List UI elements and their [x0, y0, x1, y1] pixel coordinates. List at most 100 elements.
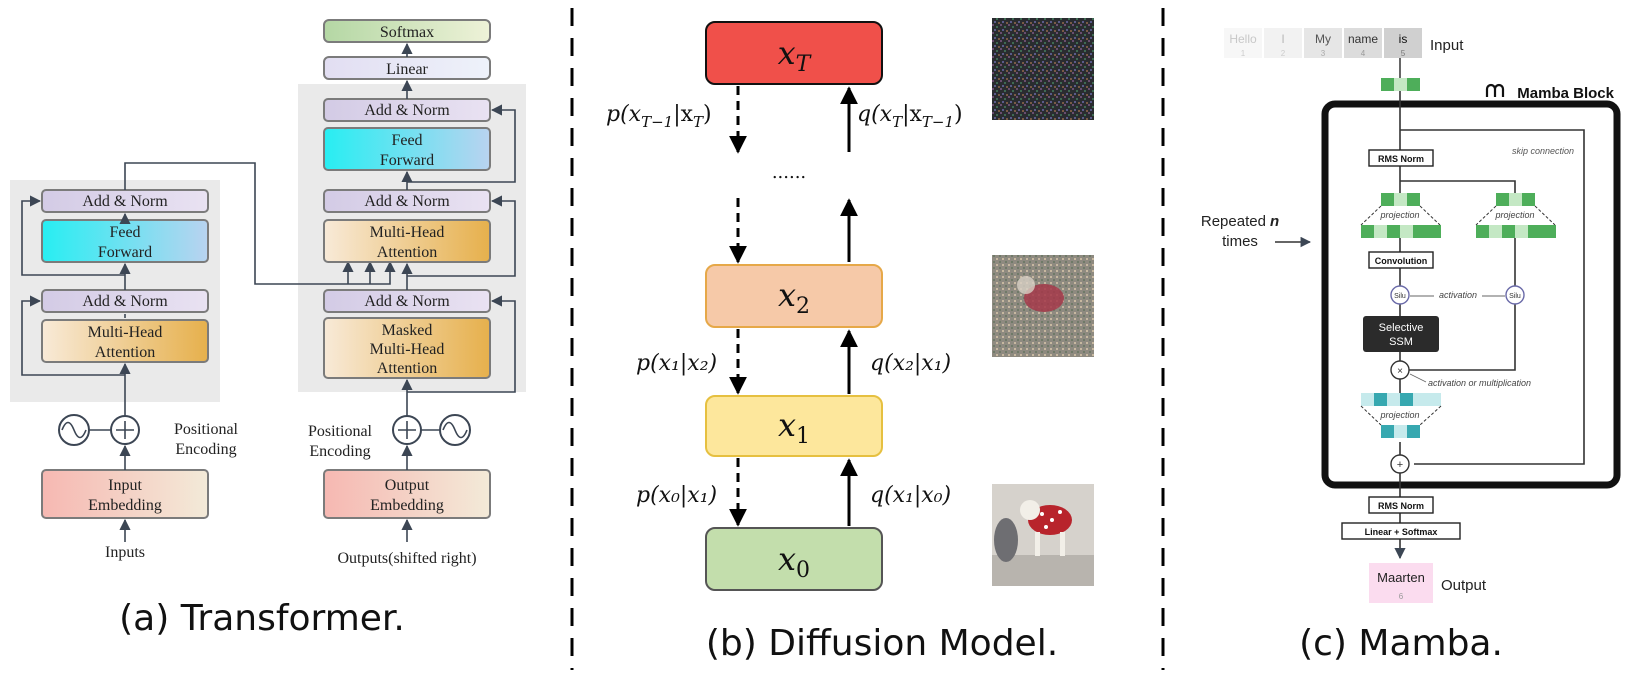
input-tokens: Hello I My name is 1 2 3 4 5: [1224, 28, 1422, 58]
mamba-block-title: Mamba Block: [1517, 85, 1614, 102]
add-node: [1390, 454, 1410, 474]
right-projection-label: projection: [1494, 210, 1534, 220]
encoder-multi-head-attention: [41, 319, 209, 363]
state-xT-label: xT: [778, 34, 813, 77]
token-4-text: name: [1348, 32, 1378, 46]
ssm-line1: Selective: [1379, 322, 1424, 334]
act-mult-label: activation or multiplication: [1428, 378, 1531, 388]
noisy-dog-image: [992, 255, 1094, 357]
output-embedding-line1: Output: [385, 477, 430, 494]
diffusion-arrows: [729, 86, 858, 527]
right-projection: [1475, 193, 1556, 238]
encoder-pos-enc-line1: Positional: [174, 421, 239, 438]
encoder-mha-line2: Attention: [95, 344, 155, 361]
rms-norm-label: RMS Norm: [1378, 154, 1424, 164]
activation-label: activation: [1439, 290, 1477, 300]
label-p-xT: p(xT−1|xT): [606, 102, 712, 131]
decoder-add-norm-bottom-label: Add & Norm: [364, 293, 450, 310]
decoder-pos-enc-line1: Positional: [308, 423, 373, 440]
state-x2: [705, 264, 883, 328]
activation-label-bg: [1434, 288, 1482, 301]
output-embedding-line2: Embedding: [370, 497, 444, 514]
token-3-text: My: [1315, 32, 1331, 46]
decoder-mha-line2: Attention: [377, 244, 437, 261]
multiply-node: [1390, 360, 1410, 380]
state-x1: [705, 395, 883, 457]
diffusion-panel: xT x2 x1 x0 ...... p(xT−1|xT) q(xT|xT−1)…: [606, 18, 1094, 664]
linear-softmax-label: Linear + Softmax: [1365, 527, 1438, 537]
rms-norm-box: [1368, 149, 1434, 167]
convolution-box: [1368, 251, 1434, 269]
label-p-x0: p(x₀|x₁): [636, 483, 717, 508]
state-x2-label: x2: [778, 276, 810, 319]
noise-image: [992, 18, 1094, 120]
token-2-index: 2: [1281, 49, 1286, 58]
clean-dog-image: [992, 484, 1094, 586]
left-silu-label: Silu: [1394, 293, 1406, 300]
decoder-add-norm-top-label: Add & Norm: [364, 102, 450, 119]
outputs-label: Outputs(shifted right): [337, 550, 476, 567]
decoder-ff-line1: Feed: [391, 132, 422, 149]
diffusion-caption: (b) Diffusion Model.: [706, 623, 1058, 664]
masked-mha-line1: Masked: [382, 322, 433, 339]
masked-multi-head-attention: [323, 317, 491, 379]
right-silu-node: [1505, 285, 1525, 305]
masked-mha-line2: Multi-Head: [370, 341, 445, 358]
decoder-pos-enc-line2: Encoding: [309, 443, 370, 460]
state-x0-label: x0: [778, 540, 810, 583]
encoder-pos-enc-line2: Encoding: [175, 441, 236, 458]
mamba-caption: (c) Mamba.: [1299, 623, 1503, 664]
rms-norm-out-label: RMS Norm: [1378, 501, 1424, 511]
label-q-x2: q(x₂|x₁): [870, 351, 951, 376]
right-silu-label: Silu: [1509, 293, 1521, 300]
mamba-panel: Hello I My name is 1 2 3 4 5 Input Mamba…: [1201, 28, 1621, 664]
encoder-ff-line1: Feed: [109, 224, 140, 241]
token-2-text: I: [1281, 32, 1284, 46]
softmax-label: Softmax: [380, 24, 434, 41]
encoder-arrows: [21, 162, 396, 542]
decoder-arrows: [401, 42, 516, 542]
rms-norm-out-box: [1368, 496, 1434, 514]
embedding-vector: [1381, 78, 1420, 91]
encoder-ff-line2: Forward: [98, 244, 152, 261]
selective-ssm-box: [1363, 316, 1439, 352]
diffusion-ellipsis: ......: [772, 162, 806, 183]
skip-connection-label: skip connection: [1512, 146, 1574, 156]
output-token-text: Maarten: [1377, 570, 1425, 585]
state-x1-label: x1: [778, 406, 810, 449]
decoder-add-norm-mid-label: Add & Norm: [364, 193, 450, 210]
repeated-times-label: times: [1222, 233, 1258, 250]
token-5-text: is: [1399, 32, 1408, 46]
token-3-index: 3: [1321, 49, 1326, 58]
softmax-box: [323, 19, 491, 43]
token-1-text: Hello: [1229, 32, 1257, 46]
label-p-x1: p(x₁|x₂): [636, 351, 717, 376]
left-projection-label: projection: [1379, 210, 1419, 220]
output-projection: [1360, 393, 1442, 438]
input-label: Input: [1430, 37, 1464, 54]
decoder-mha-line1: Multi-Head: [370, 224, 445, 241]
encoder-add-norm-top-label: Add & Norm: [82, 193, 168, 210]
left-projection: [1360, 193, 1441, 238]
output-label: Output: [1441, 577, 1487, 594]
linear-label: Linear: [386, 61, 428, 78]
convolution-label: Convolution: [1375, 256, 1428, 266]
left-silu-node: [1390, 285, 1410, 305]
state-x0: [705, 527, 883, 591]
input-embedding-line1: Input: [108, 477, 142, 494]
output-token-index: 6: [1399, 592, 1404, 601]
mamba-block-frame: [1321, 100, 1621, 489]
token-4-index: 4: [1361, 49, 1366, 58]
label-q-xT: q(xT|xT−1): [857, 102, 963, 131]
output-token-box: [1369, 563, 1433, 603]
mamba-logo-icon: [1485, 83, 1505, 97]
transformer-panel: Add & Norm Feed Forward Add & Norm Multi…: [10, 19, 526, 639]
inputs-label: Inputs: [105, 544, 145, 561]
output-projection-label: projection: [1379, 410, 1419, 420]
token-1-index: 1: [1241, 49, 1246, 58]
encoder-add-norm-bottom-label: Add & Norm: [82, 293, 168, 310]
ssm-line2: SSM: [1389, 336, 1413, 348]
encoder-mha-line1: Multi-Head: [88, 324, 163, 341]
